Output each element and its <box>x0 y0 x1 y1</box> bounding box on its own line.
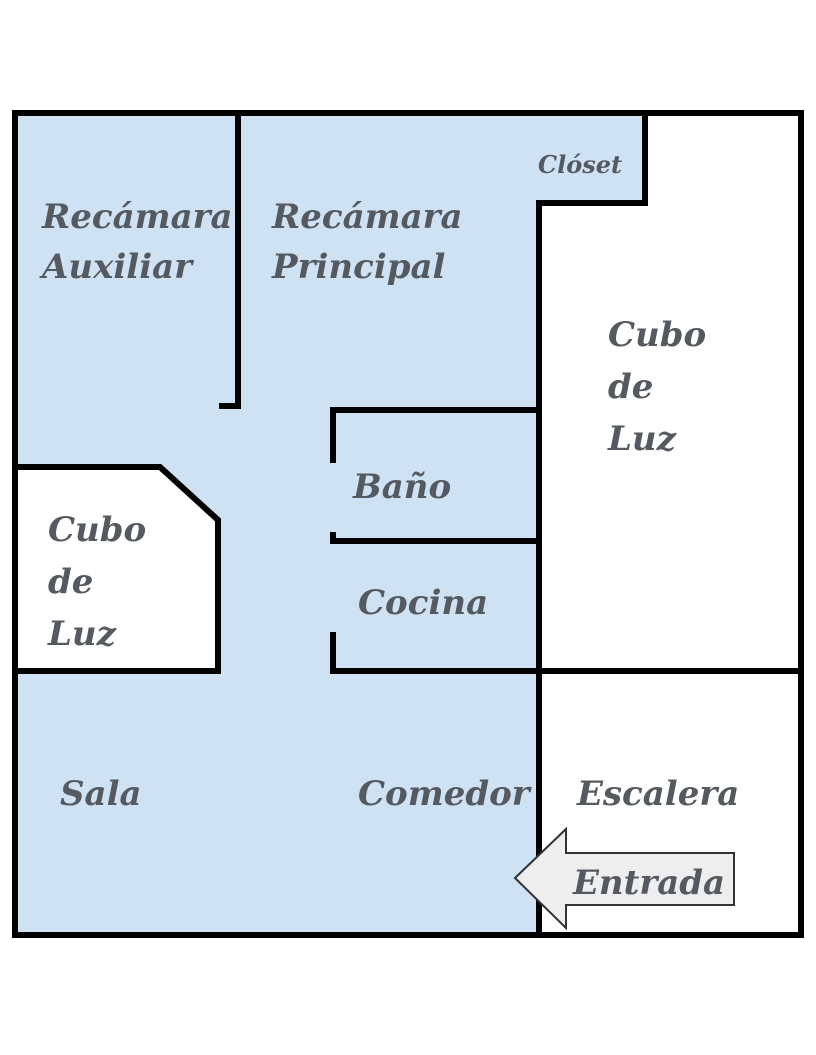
wall-closet <box>536 110 648 938</box>
label-entrada: Entrada <box>572 863 725 903</box>
arrow-left-icon <box>513 826 735 931</box>
wall-bano-cocina <box>330 532 542 544</box>
label-comedor: Comedor <box>358 774 532 814</box>
label-recamara-principal-line2: Principal <box>271 247 446 287</box>
label-cocina: Cocina <box>358 583 488 623</box>
label-cubo-luz-right-line3: Luz <box>607 419 677 459</box>
label-escalera: Escalera <box>576 774 739 814</box>
label-closet: Clóset <box>538 150 622 179</box>
label-recamara-auxiliar-line1: Recámara <box>41 197 233 237</box>
wall-light-well-left <box>12 464 221 674</box>
label-recamara-auxiliar-line2: Auxiliar <box>39 247 194 287</box>
label-cubo-luz-left-line3: Luz <box>47 614 117 654</box>
interior-area <box>15 113 645 935</box>
label-recamara-principal-line1: Recámara <box>271 197 463 237</box>
label-cubo-luz-right-line1: Cubo <box>608 315 706 355</box>
outer-wall <box>12 110 804 938</box>
label-bano: Baño <box>352 467 451 507</box>
entrance-marker: Entrada <box>513 826 735 931</box>
label-sala: Sala <box>60 774 142 814</box>
label-cubo-luz-right-line2: de <box>608 367 653 407</box>
wall-cocina-bottom <box>330 632 542 674</box>
wall-bano-top <box>330 407 542 463</box>
wall-bedrooms-divider <box>219 110 241 409</box>
label-cubo-luz-left-line1: Cubo <box>48 510 146 550</box>
light-well-left-area <box>15 467 218 671</box>
label-cubo-luz-left-line2: de <box>48 562 93 602</box>
